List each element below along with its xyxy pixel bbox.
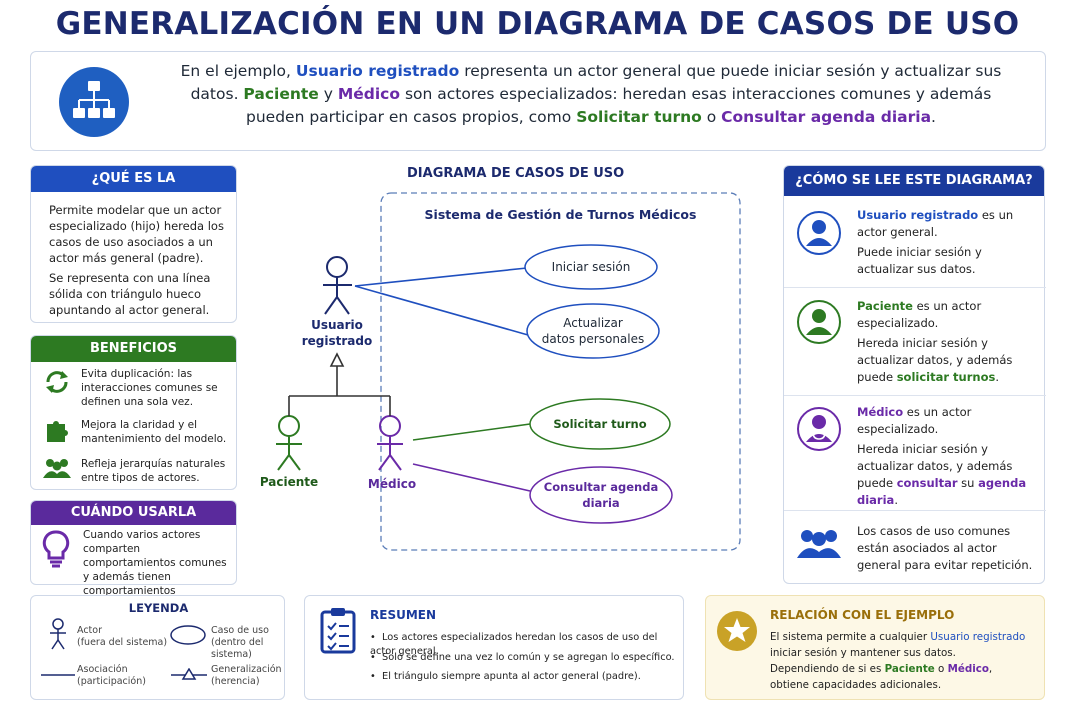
- legend-actor: Actor(fuera del sistema): [77, 625, 168, 648]
- uc-actualizar-datos: [526, 303, 660, 359]
- legend-generalization-icon: [171, 668, 207, 680]
- legend-usecase: Caso de uso(dentro del sistema): [211, 625, 269, 660]
- page-title: GENERALIZACIÓN EN UN DIAGRAMA DE CASOS D…: [55, 6, 1020, 42]
- resumen-item-1: • Los actores especializados heredan los…: [370, 632, 658, 657]
- uc-solicitar-turno: [529, 398, 671, 450]
- recycle-icon: [43, 368, 71, 400]
- lightbulb-icon: [41, 529, 71, 573]
- legend-association: Asociación(participación): [77, 664, 146, 687]
- relacion-header: RELACIÓN CON EL EJEMPLO: [770, 608, 955, 622]
- intro-text: En el ejemplo, Usuario registrado repres…: [180, 62, 1002, 126]
- cuando-header: CUÁNDO USARLA: [31, 501, 236, 525]
- resumen-panel: RESUMEN • Los actores especializados her…: [304, 595, 684, 700]
- generalization-arrow: [288, 352, 391, 416]
- star-badge-icon: [716, 610, 758, 656]
- que-es-panel: ¿QUÉ ES LA GENERALIZACIÓN? Permite model…: [30, 165, 237, 323]
- actor-usuario-registrado: [323, 256, 352, 315]
- como-se-lee-panel: ¿CÓMO SE LEE ESTE DIAGRAMA? Usuario regi…: [783, 165, 1046, 584]
- users-group-icon: [796, 524, 842, 568]
- legend-actor-icon: [50, 618, 66, 650]
- leyenda-header: LEYENDA: [128, 601, 189, 615]
- legend-generalization: Generalización(herencia): [211, 664, 282, 687]
- puzzle-icon: [43, 416, 71, 448]
- doctor-purple-icon: [796, 406, 842, 456]
- beneficio-2: Mejora la claridad y el mantenimiento de…: [81, 419, 227, 445]
- resumen-item-2: • Solo se define una vez lo común y se a…: [370, 652, 675, 663]
- resumen-header: RESUMEN: [370, 608, 437, 622]
- assoc-actualizar: [354, 285, 529, 336]
- que-es-header: ¿QUÉ ES LA GENERALIZACIÓN?: [31, 166, 236, 212]
- como-se-lee-header: ¿CÓMO SE LEE ESTE DIAGRAMA?: [784, 166, 1044, 196]
- beneficio-1: Evita duplicación: las interacciones com…: [81, 368, 218, 408]
- uc-iniciar-label: Iniciar sesión: [551, 260, 631, 274]
- intro-card: En el ejemplo, Usuario registrado repres…: [30, 51, 1046, 151]
- uc-iniciar-sesion: [524, 244, 658, 290]
- system-boundary: [380, 192, 741, 551]
- actor-paciente-label: Paciente: [259, 475, 319, 489]
- assoc-iniciar: [354, 267, 528, 287]
- beneficio-3: Refleja jerarquías naturales entre tipos…: [81, 458, 226, 484]
- checklist-icon: [319, 606, 357, 658]
- uc-consultar-agenda: [529, 466, 673, 524]
- resumen-item-3: • El triángulo siempre apunta al actor g…: [370, 671, 641, 682]
- assoc-solicitar: [412, 423, 531, 441]
- beneficios-panel: BENEFICIOS Evita duplicación: las intera…: [30, 335, 237, 490]
- uc-solicitar-label: Solicitar turno: [553, 417, 647, 431]
- group-icon: [41, 456, 73, 484]
- que-es-text-1: Permite modelar que un actor especializa…: [49, 203, 224, 265]
- legend-usecase-icon: [170, 625, 206, 645]
- lee-row-usuario: Usuario registrado es un actor general. …: [857, 208, 1014, 276]
- user-blue-icon: [796, 210, 842, 260]
- lee-row-comunes: Los casos de uso comunes están asociados…: [857, 524, 1033, 572]
- assoc-consultar: [412, 463, 531, 492]
- actor-paciente: [276, 415, 302, 471]
- actor-medico-label: Médico: [367, 477, 417, 491]
- diagram-heading: DIAGRAMA DE CASOS DE USO: [407, 166, 625, 181]
- relacion-panel: RELACIÓN CON EL EJEMPLO El sistema permi…: [705, 595, 1045, 700]
- legend-association-icon: [41, 674, 75, 676]
- user-green-icon: [796, 299, 842, 349]
- hierarchy-icon: [59, 67, 129, 137]
- leyenda-panel: LEYENDA Actor(fuera del sistema) Caso de…: [30, 595, 285, 700]
- actor-medico: [377, 415, 403, 471]
- relacion-text: El sistema permite a cualquier Usuario r…: [770, 631, 1026, 691]
- lee-row-medico: Médico es un actor especializado. Hereda…: [857, 405, 1027, 507]
- beneficios-header: BENEFICIOS: [31, 336, 236, 362]
- lee-row-paciente: Paciente es un actor especializado. Here…: [857, 299, 1013, 384]
- que-es-text-2: Se representa con una línea sólida con t…: [49, 271, 211, 317]
- system-name: Sistema de Gestión de Turnos Médicos: [424, 207, 697, 222]
